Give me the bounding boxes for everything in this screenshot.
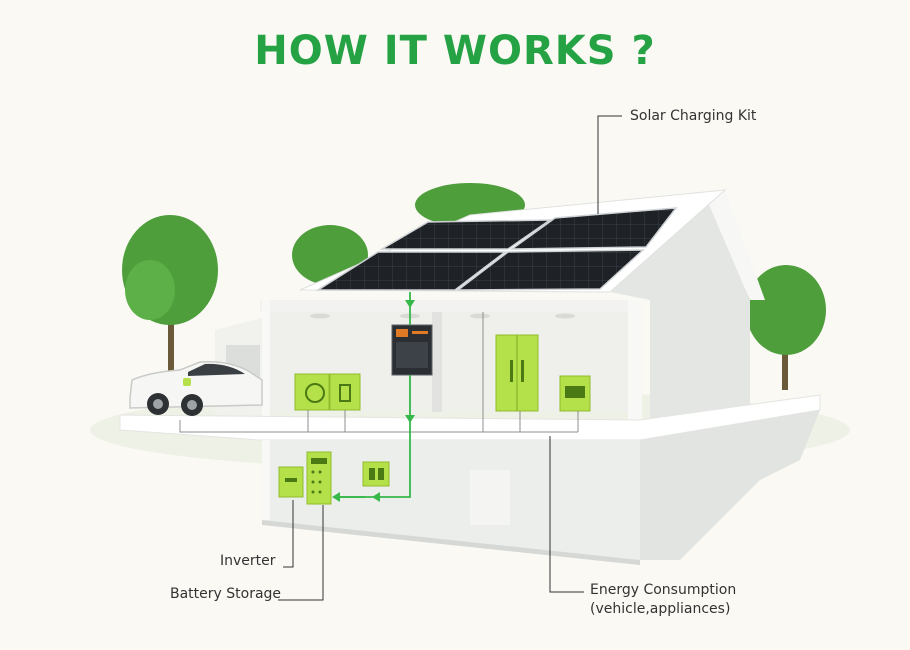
microwave-icon [559,375,591,412]
label-energy-consumption: Energy Consumption (vehicle,appliances) [590,581,736,619]
callout-lines [278,115,622,601]
inverter-icon [278,466,304,498]
appliance-wiring [179,312,579,433]
page-title: HOW IT WORKS ? [254,28,656,74]
label-inverter: Inverter [220,553,276,569]
label-energy-consumption-line1: Energy Consumption [590,582,737,598]
car-icon [129,360,263,416]
tree-icon [122,215,218,385]
washing-machine-icon [294,373,361,411]
label-energy-consumption-line2: (vehicle,appliances) [590,601,731,617]
label-solar-charging-kit: Solar Charging Kit [630,108,757,124]
inverter-icon [391,324,433,376]
tree-icon [746,265,826,390]
battery-storage-icon [306,451,332,505]
flow-arrows [332,300,415,502]
meter-box-icon [362,461,390,487]
refrigerator-icon [495,334,539,412]
label-battery-storage: Battery Storage [170,586,282,602]
solar-panel-icon [315,207,678,291]
